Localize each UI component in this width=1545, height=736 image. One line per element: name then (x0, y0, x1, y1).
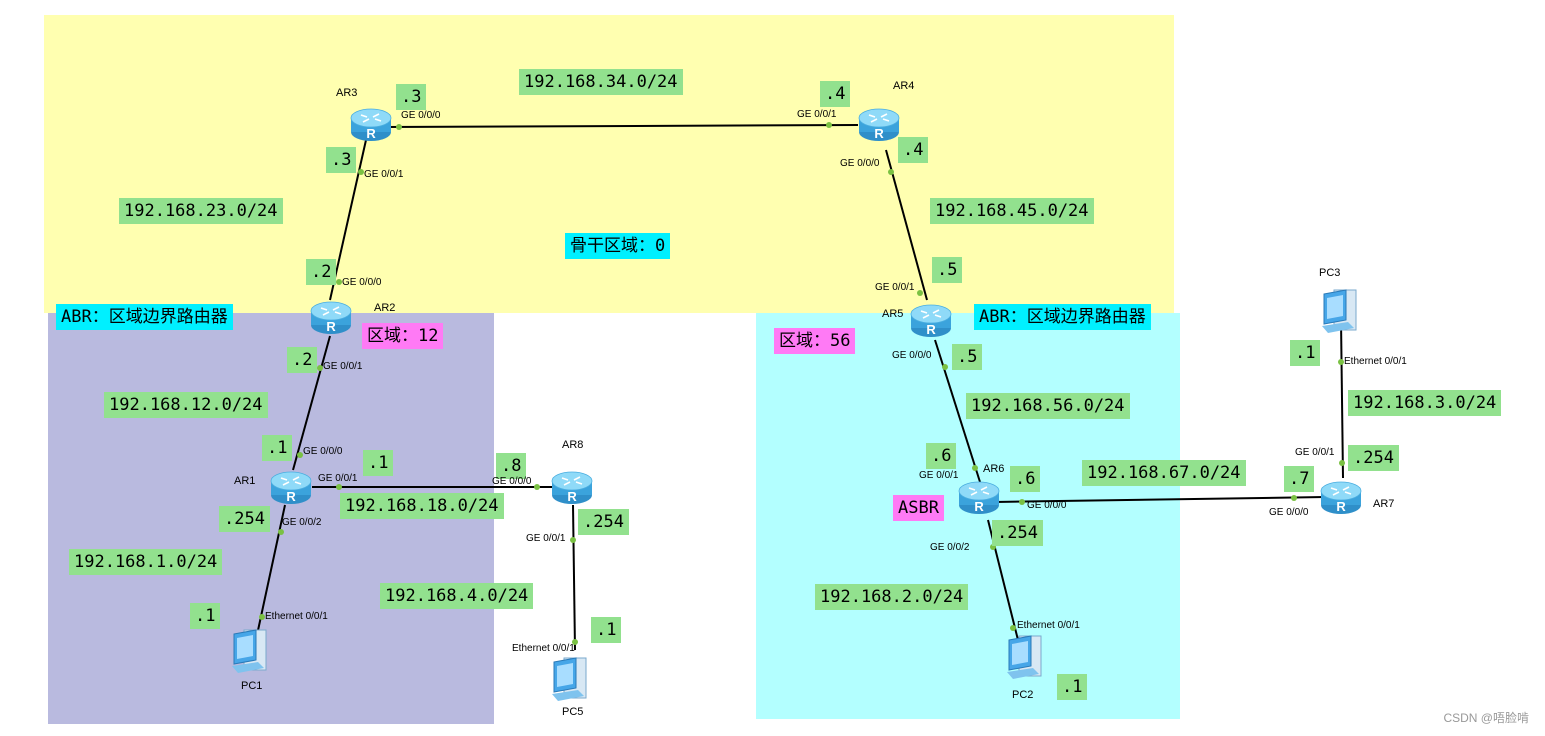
port-label: GE 0/0/0 (492, 476, 532, 487)
host-id-label: .7 (1284, 466, 1315, 492)
port-label: GE 0/0/1 (318, 473, 358, 484)
port-label: GE 0/0/0 (892, 350, 932, 361)
port-label: GE 0/0/2 (282, 517, 322, 528)
host-id-label: .254 (1348, 445, 1399, 471)
host-id-label: .1 (262, 435, 293, 461)
host-id-label: .3 (396, 84, 427, 110)
device-name: PC3 (1319, 267, 1341, 279)
port-label: GE 0/0/0 (1027, 500, 1067, 511)
host-id-label: .254 (219, 506, 270, 532)
host-id-label: .254 (992, 520, 1043, 546)
network-label: 192.168.56.0/24 (966, 393, 1130, 419)
host-id-label: .1 (1290, 340, 1321, 366)
port-label: GE 0/0/0 (840, 158, 880, 169)
port-label: GE 0/0/0 (1269, 507, 1309, 518)
abr-right-label: ABR：区域边界路由器 (974, 304, 1151, 330)
link-ar8-pc5 (572, 504, 576, 651)
router-icon (310, 301, 352, 335)
device-name: AR4 (893, 80, 915, 92)
abr-left-label: ABR：区域边界路由器 (56, 304, 233, 330)
network-label: 192.168.23.0/24 (119, 198, 283, 224)
network-label: 192.168.1.0/24 (69, 549, 223, 575)
device-name: AR6 (983, 463, 1005, 475)
area-56-label: 区域：56 (774, 328, 856, 354)
pc-icon (1006, 635, 1042, 680)
link-ar7-pc3 (1340, 319, 1344, 479)
host-id-label: .6 (926, 443, 957, 469)
port-label: Ethernet 0/0/1 (1344, 356, 1407, 367)
router-icon (858, 108, 900, 142)
link-ar4-ar5 (885, 149, 928, 301)
router-icon (551, 471, 593, 505)
host-id-label: .5 (952, 344, 983, 370)
network-label: 192.168.4.0/24 (380, 583, 534, 609)
port-dots (259, 122, 1345, 645)
host-id-label: .1 (190, 603, 221, 629)
host-id-label: .3 (326, 147, 357, 173)
device-name: PC5 (562, 706, 584, 718)
port-label: Ethernet 0/0/1 (512, 643, 575, 654)
port-label: GE 0/0/1 (364, 169, 404, 180)
device-name: AR1 (234, 475, 256, 487)
network-label: 192.168.18.0/24 (340, 493, 504, 519)
host-id-label: .2 (287, 347, 318, 373)
pc-icon (1321, 289, 1357, 334)
port-label: GE 0/0/1 (1295, 447, 1335, 458)
device-name: PC2 (1012, 689, 1034, 701)
host-id-label: .8 (496, 453, 527, 479)
host-id-label: .1 (1057, 674, 1088, 700)
port-label: GE 0/0/2 (930, 542, 970, 553)
port-label: GE 0/0/1 (919, 470, 959, 481)
host-id-label: .5 (932, 257, 963, 283)
link-ar1-pc1 (256, 504, 286, 636)
router-icon (1320, 481, 1362, 515)
device-name: AR7 (1373, 498, 1395, 510)
host-id-label: .2 (306, 259, 337, 285)
links (256, 124, 1344, 651)
backbone-area-label: 骨干区域：0 (565, 233, 671, 259)
pc-icon (551, 657, 587, 702)
router-icon (350, 108, 392, 142)
port-label: GE 0/0/0 (303, 446, 343, 457)
host-id-label: .4 (820, 81, 851, 107)
port-label: GE 0/0/1 (323, 361, 363, 372)
link-ar6-ar7 (994, 496, 1326, 503)
network-label: 192.168.12.0/24 (104, 392, 268, 418)
watermark: CSDN @唔脸啃 (1443, 711, 1529, 725)
host-id-label: .1 (591, 617, 622, 643)
device-name: AR5 (882, 308, 904, 320)
router-icon (270, 471, 312, 505)
network-label: 192.168.34.0/24 (519, 69, 683, 95)
port-label: Ethernet 0/0/1 (1017, 620, 1080, 631)
asbr-label: ASBR (893, 495, 944, 521)
backbone-area (44, 15, 1174, 313)
host-id-label: .1 (363, 450, 394, 476)
device-name: PC1 (241, 680, 263, 692)
port-label: GE 0/0/1 (797, 109, 837, 120)
port-label: Ethernet 0/0/1 (265, 611, 328, 622)
pc-icon (231, 629, 267, 674)
link-ar2-ar1 (292, 335, 331, 471)
network-label: 192.168.45.0/24 (930, 198, 1094, 224)
device-name: AR3 (336, 87, 358, 99)
device-name: AR2 (374, 302, 396, 314)
host-id-label: .6 (1010, 466, 1041, 492)
link-ar3-ar4 (384, 124, 859, 128)
device-name: AR8 (562, 439, 584, 451)
host-id-label: .4 (898, 137, 929, 163)
router-icon (958, 481, 1000, 515)
area-56 (756, 313, 1180, 719)
link-ar5-ar6 (934, 339, 981, 483)
port-label: GE 0/0/0 (342, 277, 382, 288)
router-icon (910, 304, 952, 338)
host-id-label: .254 (578, 509, 629, 535)
network-label: 192.168.2.0/24 (815, 584, 969, 610)
port-label: GE 0/0/1 (526, 533, 566, 544)
port-label: GE 0/0/1 (875, 282, 915, 293)
area-12-label: 区域：12 (362, 323, 444, 349)
network-label: 192.168.3.0/24 (1348, 390, 1502, 416)
network-label: 192.168.67.0/24 (1082, 460, 1246, 486)
port-label: GE 0/0/0 (401, 110, 441, 121)
